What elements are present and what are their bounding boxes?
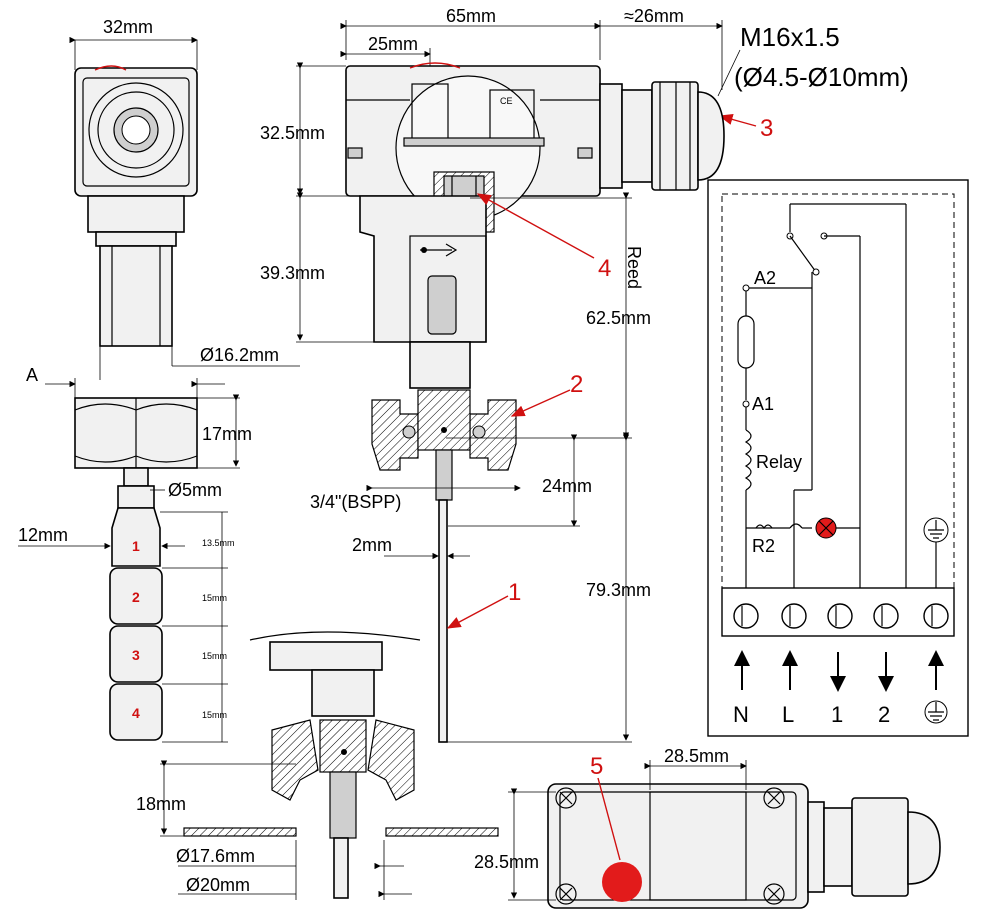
dim-label-a: A bbox=[26, 365, 38, 385]
thread-spec: M16x1.5 bbox=[740, 22, 840, 52]
callout-1: 1 bbox=[508, 579, 521, 606]
cable-range: (Ø4.5-Ø10mm) bbox=[734, 62, 909, 92]
dim-body-65: 65mm bbox=[446, 6, 496, 26]
dim-width-28-5: 28.5mm bbox=[664, 746, 729, 766]
wiring-schematic: A2 A1 Relay R2 bbox=[707, 179, 969, 737]
side-view: 32mm Ø16.2mm A 17mm bbox=[18, 17, 300, 743]
dim-offset-25: 25mm bbox=[368, 34, 418, 54]
dim-dia-20: Ø20mm bbox=[186, 875, 250, 895]
callout-3: 3 bbox=[760, 115, 773, 142]
dim-seg-15a: 15mm bbox=[202, 593, 227, 603]
dim-paddle-79-3: 79.3mm bbox=[586, 580, 651, 600]
installed-view: 18mm Ø17.6mm Ø20mm bbox=[136, 631, 499, 900]
thread-bspp: 3/4"(BSPP) bbox=[310, 492, 401, 512]
dim-flange-18: 18mm bbox=[136, 794, 186, 814]
dim-seg-15b: 15mm bbox=[202, 651, 227, 661]
terminal-n: N bbox=[733, 702, 749, 727]
dim-depth-24: 24mm bbox=[542, 476, 592, 496]
dim-top-width: 32mm bbox=[103, 17, 153, 37]
dim-height-28-5: 28.5mm bbox=[474, 852, 539, 872]
led-indicator bbox=[602, 862, 642, 902]
label-a1: A1 bbox=[752, 394, 774, 414]
callout-5: 5 bbox=[590, 753, 603, 780]
reed-label: Reed bbox=[624, 246, 644, 289]
dim-height-39-3: 39.3mm bbox=[260, 263, 325, 283]
terminal-l: L bbox=[782, 702, 794, 727]
float-segment-3: 3 bbox=[132, 647, 140, 663]
dim-gland-26: ≈26mm bbox=[624, 6, 684, 26]
dim-seg-13-5: 13.5mm bbox=[202, 538, 235, 548]
top-view: 5 28.5mm 28.5mm bbox=[474, 746, 941, 909]
dim-height-32-5: 32.5mm bbox=[260, 123, 325, 143]
front-view: 65mm ≈26mm M16x1.5 (Ø4.5-Ø10mm) 25mm CE bbox=[260, 6, 909, 743]
float-segment-1: 1 bbox=[132, 538, 140, 554]
dim-seg-15c: 15mm bbox=[202, 710, 227, 720]
dim-dia-17-6: Ø17.6mm bbox=[176, 846, 255, 866]
svg-text:CE: CE bbox=[500, 96, 513, 106]
callout-4: 4 bbox=[598, 255, 611, 282]
label-relay: Relay bbox=[756, 452, 802, 472]
dim-paddle-2: 2mm bbox=[352, 535, 392, 555]
dim-dia-16-2: Ø16.2mm bbox=[200, 345, 279, 365]
float-segment-4: 4 bbox=[132, 705, 140, 721]
dim-float-12: 12mm bbox=[18, 525, 68, 545]
label-r2: R2 bbox=[752, 536, 775, 556]
terminal-2: 2 bbox=[878, 702, 890, 727]
label-a2: A2 bbox=[754, 268, 776, 288]
dim-dia-5: Ø5mm bbox=[168, 480, 222, 500]
dim-hex-17: 17mm bbox=[202, 424, 252, 444]
dim-reed-62-5: 62.5mm bbox=[586, 308, 651, 328]
terminal-1: 1 bbox=[831, 702, 843, 727]
callout-2: 2 bbox=[570, 371, 583, 398]
float-segment-2: 2 bbox=[132, 589, 140, 605]
